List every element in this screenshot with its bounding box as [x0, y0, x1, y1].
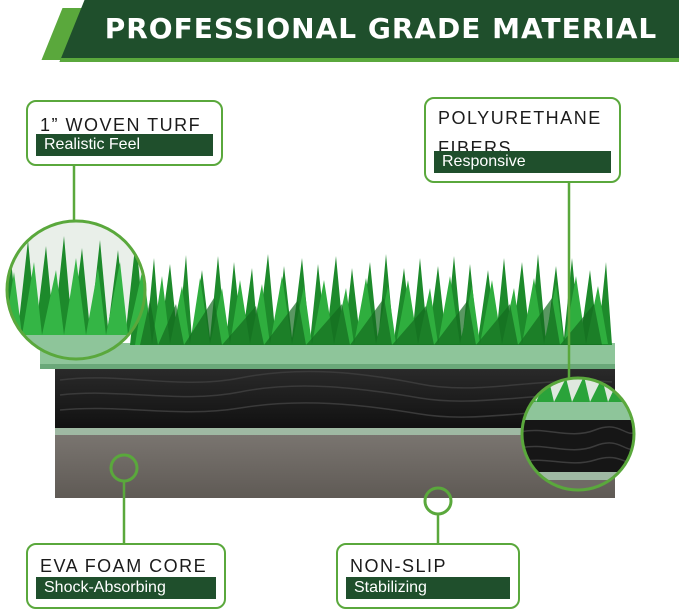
polyurethane-subtitle: Responsive: [434, 151, 611, 173]
woven-turf-title: 1” WOVEN TURF: [40, 115, 202, 135]
foam-top-edge: [55, 425, 615, 435]
eva-foam-marker: [109, 453, 139, 483]
non-slip-subtitle: Stabilizing: [346, 577, 510, 599]
non-slip-callout: NON-SLIP BASE Stabilizing: [336, 543, 520, 609]
polyurethane-callout: POLYURETHANE FIBERS Responsive: [424, 97, 621, 183]
eva-foam-subtitle: Shock-Absorbing: [36, 577, 216, 599]
non-slip-marker: [423, 486, 453, 516]
woven-turf-callout: 1” WOVEN TURF Realistic Feel: [26, 100, 223, 166]
backing-texture: [59, 370, 613, 418]
connector-lines: [72, 166, 571, 543]
title-banner: PROFESSIONAL GRADE MATERIAL: [0, 0, 679, 64]
turf-zoom-circle: [5, 219, 147, 361]
banner-title: PROFESSIONAL GRADE MATERIAL: [104, 12, 658, 45]
polyurethane-title-line1: POLYURETHANE: [438, 108, 602, 128]
eva-foam-title: EVA FOAM CORE: [40, 556, 208, 576]
eva-foam-callout: EVA FOAM CORE Shock-Absorbing: [26, 543, 226, 609]
turf-blades: [130, 254, 612, 345]
turf-base-band-shadow: [40, 364, 615, 369]
woven-turf-subtitle: Realistic Feel: [36, 134, 213, 156]
